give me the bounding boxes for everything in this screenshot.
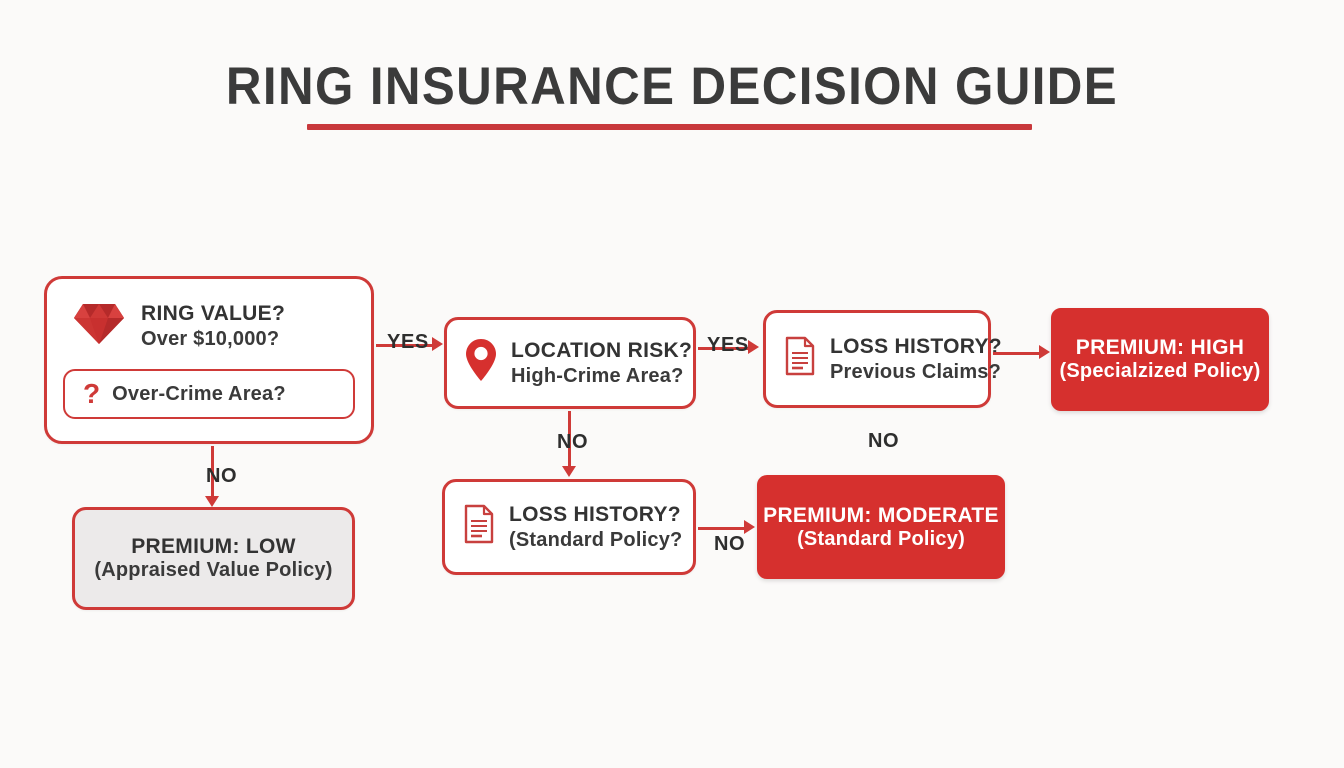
- arrowhead-loss2-to-moderate: [744, 520, 755, 534]
- node-loss-history-1-body: LOSS HISTORY? Previous Claims?: [766, 334, 1020, 385]
- node-ring-value-sub-label: Over-Crime Area?: [112, 382, 286, 405]
- connector-loss2-to-moderate: [698, 527, 746, 530]
- arrowhead-ring-to-low: [205, 496, 219, 507]
- page-title-wrap: RING INSURANCE DECISION GUIDE: [0, 60, 1344, 113]
- node-ring-value-text: RING VALUE? Over $10,000?: [141, 301, 285, 352]
- arrowhead-loss1-to-high: [1039, 345, 1050, 359]
- connector-location-to-loss2: [568, 411, 571, 468]
- node-premium-high[interactable]: PREMIUM: HIGH (Specialzized Policy): [1051, 308, 1269, 411]
- node-premium-moderate-line1: PREMIUM: MODERATE: [763, 503, 999, 527]
- connector-ring-to-location: [376, 344, 434, 347]
- document-icon: [784, 336, 816, 381]
- node-loss-history-2-body: LOSS HISTORY? (Standard Policy?: [445, 502, 700, 553]
- node-premium-moderate[interactable]: PREMIUM: MODERATE (Standard Policy): [757, 475, 1005, 579]
- edge-label-loss2-to-moderate: NO: [714, 533, 746, 555]
- edge-label-location-to-loss2: NO: [557, 431, 589, 453]
- node-premium-low-line2: (Appraised Value Policy): [94, 559, 333, 581]
- node-premium-moderate-line2: (Standard Policy): [797, 527, 965, 550]
- node-location-risk[interactable]: LOCATION RISK? High-Crime Area?: [444, 317, 696, 409]
- arrowhead-ring-to-location: [432, 337, 443, 351]
- edge-label-ring-to-location: YES: [387, 331, 429, 353]
- node-location-risk-line2: High-Crime Area?: [511, 364, 684, 387]
- node-loss-history-2-line2: (Standard Policy?: [509, 528, 683, 551]
- question-mark-icon: ?: [83, 378, 101, 409]
- node-ring-value-line1: RING VALUE?: [141, 301, 286, 325]
- connector-loss1-to-high: [993, 352, 1041, 355]
- node-location-risk-body: LOCATION RISK? High-Crime Area?: [447, 338, 710, 389]
- node-premium-low-text: PREMIUM: LOW (Appraised Value Policy): [75, 535, 352, 582]
- map-pin-icon: [465, 338, 497, 387]
- edge-label-location-to-loss1: YES: [707, 334, 749, 356]
- node-loss-history-2-text: LOSS HISTORY? (Standard Policy?: [509, 502, 682, 553]
- connector-location-to-loss1: [698, 347, 750, 350]
- node-loss-history-1-line2: Previous Claims?: [830, 360, 1002, 383]
- node-premium-low[interactable]: PREMIUM: LOW (Appraised Value Policy): [72, 507, 355, 610]
- node-loss-history-1-text: LOSS HISTORY? Previous Claims?: [830, 334, 1002, 385]
- node-premium-high-line1: PREMIUM: HIGH: [1075, 336, 1245, 359]
- node-premium-high-line2: (Specialzized Policy): [1059, 360, 1261, 382]
- arrowhead-location-to-loss1: [748, 340, 759, 354]
- node-loss-history-standard-policy[interactable]: LOSS HISTORY? (Standard Policy?: [442, 479, 696, 575]
- node-ring-value-line2: Over $10,000?: [141, 327, 280, 350]
- connector-ring-to-low: [211, 446, 214, 498]
- node-loss-history-2-line1: LOSS HISTORY?: [509, 502, 681, 526]
- node-location-risk-line1: LOCATION RISK?: [511, 338, 693, 362]
- node-premium-low-line1: PREMIUM: LOW: [131, 535, 296, 558]
- arrowhead-location-to-loss2: [562, 466, 576, 477]
- node-ring-value[interactable]: RING VALUE? Over $10,000? ? Over-Crime A…: [44, 276, 374, 444]
- edge-label-loss1-to-high: NO: [868, 430, 900, 452]
- title-underline-rule: [307, 124, 1032, 130]
- node-premium-moderate-text: PREMIUM: MODERATE (Standard Policy): [760, 504, 1002, 551]
- node-ring-value-subbox[interactable]: ? Over-Crime Area?: [63, 369, 355, 419]
- edge-label-ring-to-low: NO: [206, 465, 238, 487]
- diamond-icon: [73, 302, 125, 351]
- node-ring-value-header: RING VALUE? Over $10,000?: [63, 295, 355, 357]
- node-loss-history-1-line1: LOSS HISTORY?: [830, 334, 1002, 358]
- node-premium-high-text: PREMIUM: HIGH (Specialzized Policy): [1054, 336, 1266, 383]
- node-loss-history-previous-claims[interactable]: LOSS HISTORY? Previous Claims?: [763, 310, 1002, 408]
- page-title: RING INSURANCE DECISION GUIDE: [225, 57, 1119, 116]
- node-location-risk-text: LOCATION RISK? High-Crime Area?: [511, 338, 692, 389]
- document-icon: [463, 504, 495, 549]
